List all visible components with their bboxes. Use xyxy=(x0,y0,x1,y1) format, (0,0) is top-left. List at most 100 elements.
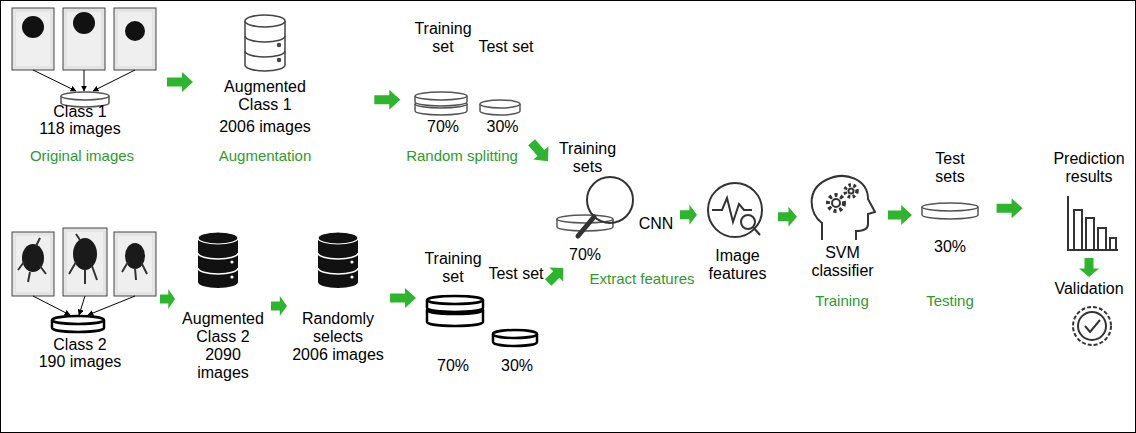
class2-sample-images-part xyxy=(63,228,107,296)
stage-label-slot: Testing xyxy=(900,292,1000,310)
bar-chart-icon xyxy=(1068,196,1118,250)
stage-node: SVM classifier xyxy=(800,172,885,282)
cnn-dish-magnifier-part xyxy=(578,217,594,236)
flow-arrow xyxy=(167,72,193,92)
stage-node: Validation xyxy=(1045,280,1133,350)
class2-sample-images-part xyxy=(79,296,85,315)
stage-node: Class 2190 images xyxy=(5,228,157,373)
node-text: Augmented Class 1 xyxy=(215,78,315,114)
node-text-slot: Class 1 xyxy=(30,103,130,121)
svm-head-icon xyxy=(812,176,875,240)
node-text: 70% xyxy=(418,118,468,136)
class2-sample-images-part xyxy=(67,232,103,292)
node-text-slot: 2006 images xyxy=(290,346,386,364)
class1-sample-images-part xyxy=(67,12,101,66)
class1-sample-images-part xyxy=(84,70,85,91)
class2-sample-images-part xyxy=(118,236,152,292)
node-text-slot: CNN xyxy=(636,215,676,233)
node-text-slot: Randomly selects xyxy=(290,310,386,346)
svm-head-icon-part xyxy=(845,185,857,197)
cnn-dish-magnifier xyxy=(557,177,633,236)
node-text: Image features xyxy=(700,247,775,283)
node-text-slot: 30% xyxy=(480,118,525,136)
stage-node: Randomly selects2006 images xyxy=(290,228,386,368)
class2-sample-images-part xyxy=(88,296,135,315)
test-dish-part xyxy=(922,203,978,211)
database-icon-dark-part xyxy=(350,275,353,278)
node-text: 2006 images xyxy=(290,346,386,364)
class1-dish-part xyxy=(61,92,109,100)
node-text-slot: Image features xyxy=(700,247,775,283)
stage-label-slot: Extract features xyxy=(577,270,707,288)
database-icon xyxy=(245,15,285,71)
stage-label: Augmentation xyxy=(205,147,325,165)
class2-sample-images-part xyxy=(114,232,156,296)
stage-node: Test sets30% xyxy=(915,150,985,258)
class1-sample-images-part xyxy=(33,70,76,91)
class2-sample-images-part xyxy=(73,238,97,270)
node-text-slot: 118 images xyxy=(20,120,140,138)
node-text-slot: Training sets xyxy=(550,140,625,176)
node-text-slot: 190 images xyxy=(20,353,140,371)
test-dish-dark xyxy=(493,330,537,346)
database-icon-dark-part xyxy=(318,238,358,288)
node-text-slot: Validation xyxy=(1045,280,1133,298)
features-icon-part xyxy=(708,183,762,237)
svm-head-icon-part xyxy=(832,199,840,207)
class2-sample-images xyxy=(12,228,156,315)
node-text: Validation xyxy=(1045,280,1133,298)
class2-dish-part xyxy=(52,316,104,324)
node-text: SVM classifier xyxy=(800,244,885,280)
node-text: 190 images xyxy=(20,353,140,371)
node-text-slot: 30% xyxy=(492,357,542,375)
database-icon-part xyxy=(278,59,281,62)
node-text: Training set xyxy=(410,20,476,56)
flow-arrow xyxy=(997,198,1023,218)
svm-head-icon-part xyxy=(812,176,875,240)
validation-badge-part xyxy=(1078,312,1106,340)
training-dish-part xyxy=(415,92,467,100)
database-icon-dark-part xyxy=(198,238,238,288)
database-icon-dark xyxy=(198,232,238,288)
test-dish-part xyxy=(480,100,520,108)
class2-sample-images-part xyxy=(33,296,70,315)
node-text: Augmented Class 2 xyxy=(178,310,268,346)
node-text: 2090 images xyxy=(178,346,268,382)
node-text: 118 images xyxy=(20,120,140,138)
validation-badge xyxy=(1073,307,1111,345)
test-dish xyxy=(480,100,520,115)
database-icon-dark xyxy=(318,232,358,288)
class1-sample-images-part xyxy=(63,8,105,70)
stage-label-slot: Random splitting xyxy=(397,147,527,165)
flow-arrow xyxy=(1079,258,1099,277)
node-text-slot: Training set xyxy=(410,20,476,56)
flow-arrow xyxy=(160,289,175,309)
flow-arrow xyxy=(680,205,697,225)
node-text: 70% xyxy=(428,357,478,375)
stage-label-slot: Original images xyxy=(17,147,147,165)
node-text: Class 1 xyxy=(30,103,130,121)
stage-label-slot: Augmentation xyxy=(205,147,325,165)
node-text-slot: 70% xyxy=(560,246,610,264)
database-icon-dark-part xyxy=(198,253,238,274)
training-dish-dark xyxy=(427,296,483,326)
test-dish xyxy=(922,203,978,219)
class1-sample-images-part xyxy=(118,12,152,66)
features-icon-part xyxy=(753,227,760,235)
stage-label: Random splitting xyxy=(397,147,527,165)
class1-sample-images xyxy=(12,8,156,91)
database-icon-dark-part xyxy=(318,232,358,244)
node-text: Training set xyxy=(420,250,486,286)
svm-head-icon-part xyxy=(849,189,854,194)
bar-chart-icon-part xyxy=(1098,228,1106,250)
flow-arrow xyxy=(888,205,912,225)
test-dish-dark-part xyxy=(493,330,537,338)
database-icon-dark-part xyxy=(350,260,353,263)
node-text-slot: 70% xyxy=(428,357,478,375)
node-text: Class 2 xyxy=(30,336,130,354)
flow-arrow xyxy=(528,139,548,161)
database-icon-part xyxy=(245,36,285,42)
node-text-slot: Prediction results xyxy=(1045,150,1133,186)
